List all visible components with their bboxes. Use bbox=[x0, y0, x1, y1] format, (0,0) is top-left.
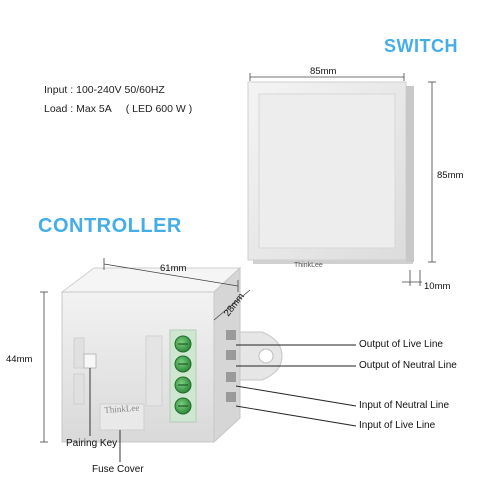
controller-body bbox=[60, 266, 283, 444]
spec-input: Input : 100-240V 50/60HZ bbox=[44, 84, 165, 96]
switch-height-label: 85mm bbox=[437, 170, 464, 181]
switch-brand: ThinkLee bbox=[294, 262, 323, 269]
callout-pairing-key: Pairing Key bbox=[66, 438, 118, 449]
switch-plate bbox=[247, 81, 414, 264]
controller-heading: CONTROLLER bbox=[38, 215, 182, 237]
switch-heading: SWITCH bbox=[384, 36, 458, 56]
spec-load: Load : Max 5A ( LED 600 W ) bbox=[44, 103, 193, 115]
switch-width-label: 85mm bbox=[310, 66, 337, 77]
switch-height-dimension bbox=[428, 81, 436, 263]
callout-input-live: Input of Live Line bbox=[359, 420, 436, 431]
controller-depth-dimension bbox=[213, 289, 251, 321]
switch-depth-dimension bbox=[402, 270, 422, 286]
callout-output-neutral: Output of Neutral Line bbox=[359, 360, 457, 371]
controller-length-label: 61mm bbox=[160, 263, 187, 274]
controller-length-dimension bbox=[103, 258, 239, 292]
controller-height-label: 44mm bbox=[6, 354, 33, 365]
callout-output-live: Output of Live Line bbox=[359, 339, 443, 350]
controller-height-dimension bbox=[40, 291, 48, 443]
callout-input-neutral: Input of Neutral Line bbox=[359, 400, 450, 411]
callout-lines bbox=[89, 344, 357, 462]
switch-width-dimension bbox=[249, 73, 405, 81]
callout-fuse-cover: Fuse Cover bbox=[92, 464, 144, 475]
switch-depth-label: 10mm bbox=[424, 281, 451, 292]
